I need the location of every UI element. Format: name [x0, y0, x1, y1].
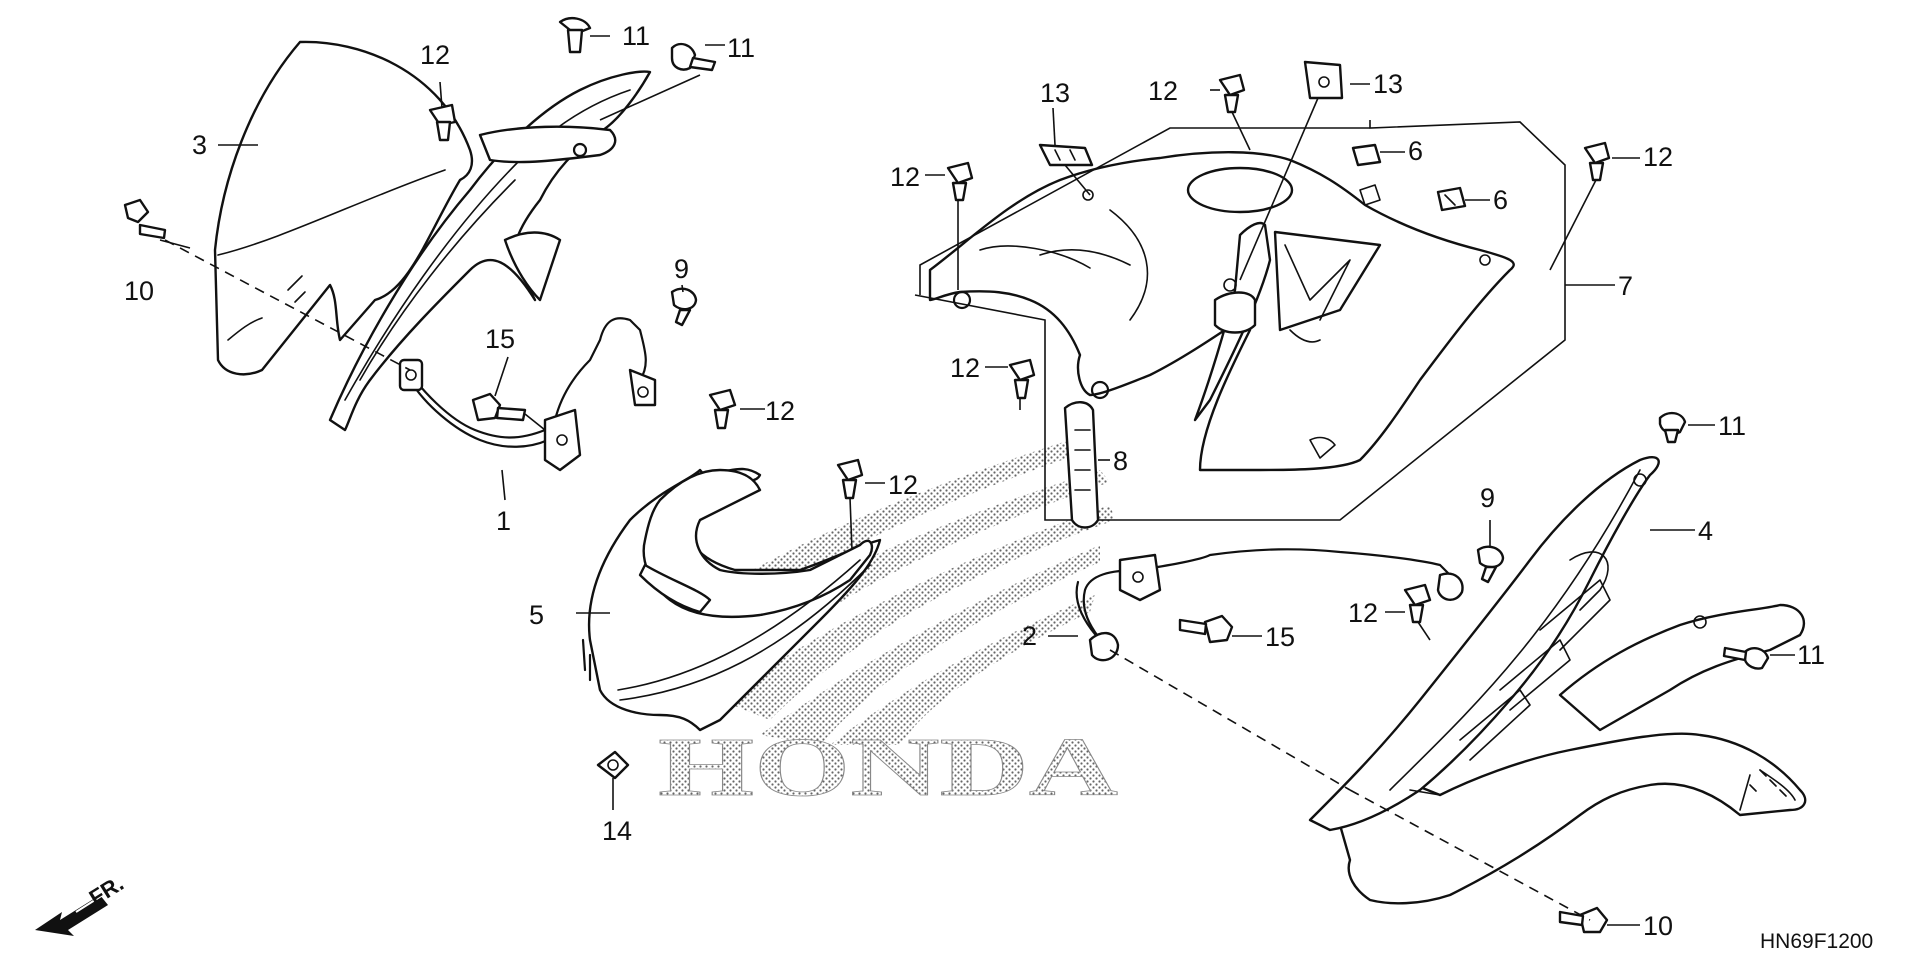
- fastener-9-grommet-b: [1476, 545, 1505, 584]
- fastener-12-clip-b: [708, 388, 737, 430]
- callout-7: 7: [1618, 271, 1633, 301]
- fastener-12-clip-c: [836, 458, 864, 500]
- callout-15-a: 15: [485, 324, 515, 354]
- callout-12-g: 12: [1643, 142, 1673, 172]
- part-4-front-fender: [1308, 455, 1807, 905]
- callout-15-b: 15: [1265, 622, 1295, 652]
- front-direction-marker: FR.: [35, 870, 128, 936]
- fastener-13-clip-nut-a: [1038, 143, 1094, 167]
- part-8-strip: [1063, 401, 1100, 529]
- fastener-12-clip-f: [1218, 73, 1246, 114]
- callout-12-h: 12: [1348, 598, 1378, 628]
- callout-12-f: 12: [1148, 76, 1178, 106]
- fastener-15-bolt-a: [471, 392, 527, 422]
- fastener-14-nut: [596, 750, 630, 780]
- part-3-windscreen: [213, 40, 474, 376]
- callout-13-a: 13: [1040, 78, 1070, 108]
- fastener-11-rivet-a: [558, 16, 592, 54]
- fastener-9-grommet-a: [670, 287, 698, 327]
- fastener-15-bolt-b: [1178, 614, 1234, 644]
- callout-11-a: 11: [622, 21, 650, 51]
- fastener-12-clip-d: [946, 161, 974, 202]
- callout-12-c: 12: [888, 470, 918, 500]
- callout-11-c: 11: [1718, 411, 1746, 441]
- fastener-6-cushion-b: [1436, 186, 1467, 212]
- part-2-stay-bracket: [1075, 548, 1464, 662]
- leader-lines: [159, 35, 1795, 926]
- callout-2: 2: [1022, 621, 1037, 651]
- callout-12-a: 12: [420, 40, 450, 70]
- callout-12-b: 12: [765, 396, 795, 426]
- fastener-11-rivet-b: [670, 42, 717, 72]
- fastener-11-rivet-d: [1722, 646, 1770, 670]
- front-arrow-icon: [35, 895, 108, 936]
- callout-1: 1: [496, 506, 511, 536]
- fastener-11-rivet-c: [1658, 411, 1687, 444]
- callout-5: 5: [529, 600, 544, 630]
- callout-12-e: 12: [950, 353, 980, 383]
- honda-watermark-text: HONDA: [658, 721, 1118, 814]
- callout-8: 8: [1113, 446, 1128, 476]
- callout-13-b: 13: [1373, 69, 1403, 99]
- fastener-12-clip-e: [1008, 358, 1036, 400]
- part-7-group-outline: [914, 120, 1615, 521]
- callout-labels: 3 12 11 11 10 15 9 1 12 12 5 14 13 12 13…: [124, 21, 1825, 941]
- fastener-13-clip-nut-b: [1303, 60, 1344, 100]
- callout-3: 3: [192, 130, 207, 160]
- callout-11-b: 11: [727, 33, 755, 63]
- callout-10-a: 10: [124, 276, 154, 306]
- fastener-12-clip-a: [428, 103, 457, 142]
- part-5-front-cowl: [581, 467, 882, 732]
- callout-9-a: 9: [674, 254, 689, 284]
- fastener-12-clip-h: [1403, 583, 1432, 624]
- callout-14: 14: [602, 816, 632, 846]
- fastener-10-bolt-b: [1558, 906, 1609, 934]
- callout-12-d: 12: [890, 162, 920, 192]
- callout-6-a: 6: [1408, 136, 1423, 166]
- callout-11-d: 11: [1797, 640, 1825, 670]
- callout-9-b: 9: [1480, 483, 1495, 513]
- part-7-tank-cover: [928, 151, 1515, 472]
- fastener-10-bolt-a: [123, 198, 167, 240]
- drawing-code: HN69F1200: [1760, 930, 1873, 953]
- part-1-stay-bracket: [398, 317, 657, 472]
- fastener-12-clip-g: [1583, 141, 1611, 182]
- callout-10-b: 10: [1643, 911, 1673, 941]
- callout-6-b: 6: [1493, 185, 1508, 215]
- fastener-6-cushion-a: [1351, 143, 1382, 167]
- part-upper-headlight-cover: [328, 70, 652, 432]
- callout-4: 4: [1698, 516, 1713, 546]
